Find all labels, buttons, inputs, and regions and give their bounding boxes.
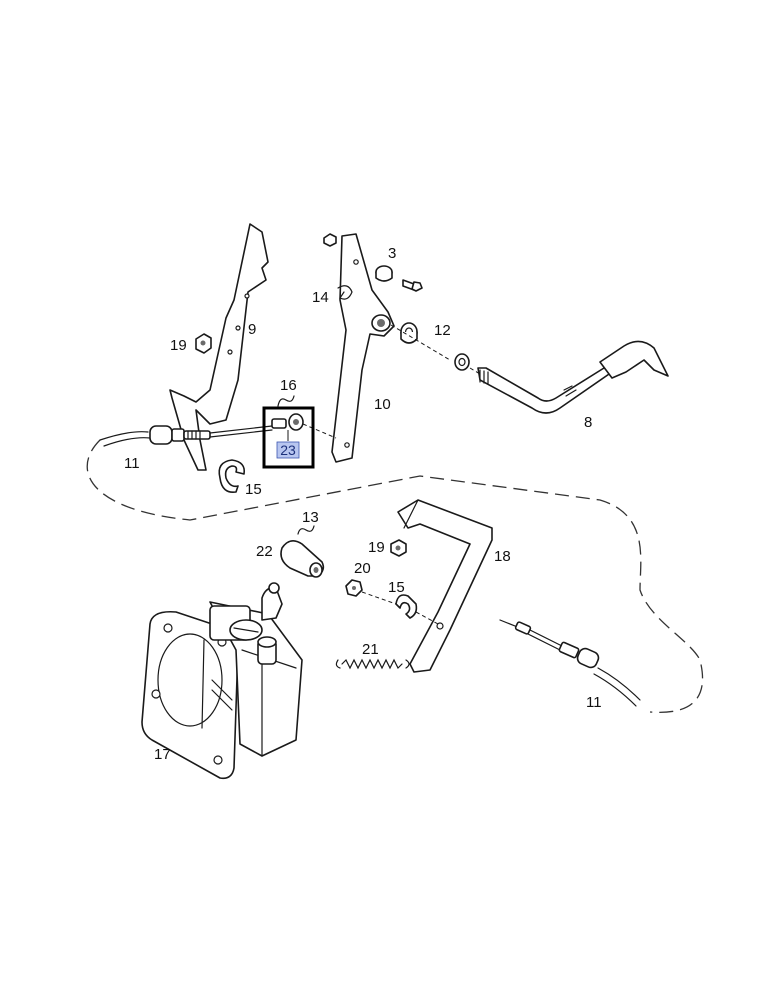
clip-part-15-lower <box>395 594 418 619</box>
bushing-part-3 <box>375 265 393 282</box>
throttle-cable-lower <box>499 619 641 707</box>
nut-small <box>323 233 337 247</box>
callout-3: 3 <box>388 245 396 262</box>
callout-18: 18 <box>494 548 511 565</box>
callout-14: 14 <box>312 289 329 306</box>
assembly-boundary-dashed <box>86 439 704 714</box>
spring-part-21 <box>335 658 410 670</box>
callout-8: 8 <box>584 414 592 431</box>
lower-bracket-part-18 <box>397 499 493 673</box>
throttle-cable-upper <box>99 425 273 447</box>
callout-16: 16 <box>280 377 297 394</box>
spring-clip-part-16 <box>277 395 295 407</box>
callout-11-upper: 11 <box>124 455 140 472</box>
pedal-arm <box>331 233 395 463</box>
callout-9: 9 <box>248 321 256 338</box>
callout-12: 12 <box>434 322 451 339</box>
callout-11-lower: 11 <box>586 694 602 711</box>
callout-15-upper: 15 <box>245 481 262 498</box>
highlight-label-23[interactable]: 23 <box>280 442 296 458</box>
highlight-label-bg-23 <box>276 441 300 459</box>
callout-13: 13 <box>302 509 319 526</box>
bolt-part-20 <box>345 579 363 597</box>
nut-part-19-lower <box>390 539 407 557</box>
leader-line-12 <box>390 324 451 361</box>
callout-19-upper: 19 <box>170 337 187 354</box>
callout-15-lower: 15 <box>388 579 405 596</box>
clip-part-14 <box>337 285 353 300</box>
callout-21: 21 <box>362 641 379 658</box>
callout-22: 22 <box>256 543 273 560</box>
nut-part-19-upper <box>195 333 212 354</box>
callout-10: 10 <box>374 396 391 413</box>
spring-clip-part-13 <box>297 525 315 535</box>
pedal-shaft-part-8 <box>477 340 669 414</box>
bushing-part-12 <box>400 322 470 371</box>
throttle-body-part-17 <box>141 582 303 780</box>
clip-part-15-upper <box>218 459 246 494</box>
rod-end-part-23 <box>271 413 304 431</box>
callout-20: 20 <box>354 560 371 577</box>
callout-19-lower: 19 <box>368 539 385 556</box>
callout-17: 17 <box>154 746 171 763</box>
highlight-frame-23 <box>262 406 315 469</box>
leader-line-20 <box>361 591 397 605</box>
ball-socket-part-22 <box>280 540 325 578</box>
upper-bracket-plate <box>169 223 269 471</box>
leader-line-23 <box>302 423 337 439</box>
bolt-part-3 <box>402 279 423 292</box>
